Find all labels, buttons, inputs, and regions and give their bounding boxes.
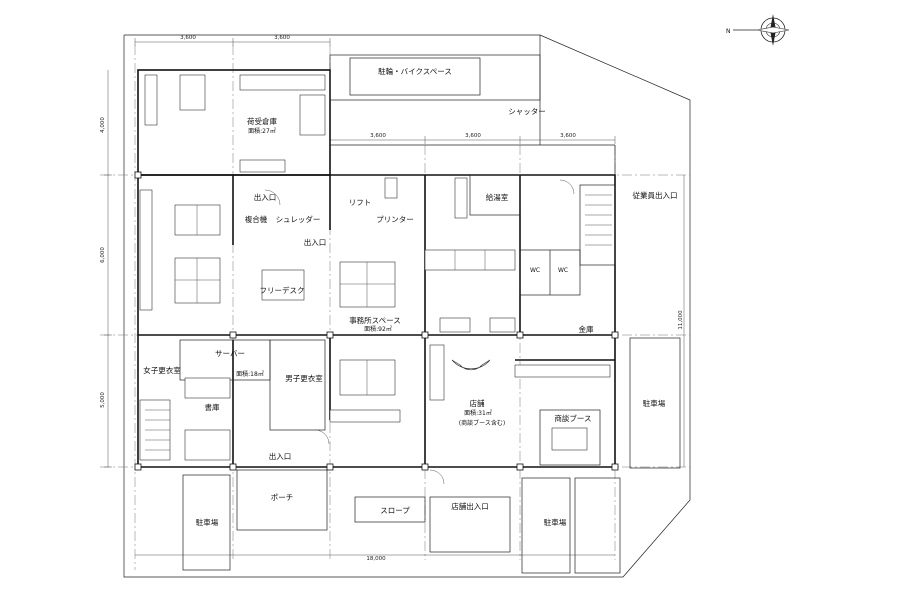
north-compass: N [726,14,790,46]
kitchen-label: 給湯室 [486,192,509,202]
shop-label: 店舗 [470,398,485,408]
office-area-label: 面積:92㎡ [364,325,392,333]
dim-right-total: 11,000 [678,310,684,330]
storage-label: 荷受倉庫 [247,116,277,126]
meeting-booth-label: 商談ブース [554,413,591,423]
free-desk-label: フリーデスク [260,285,305,295]
dim-left-1: 4,000 [100,117,106,133]
stairs [145,194,612,451]
female-locker-label: 女子更衣室 [143,365,181,375]
dim-left-3: 5,000 [100,392,106,408]
server-label: サーバー [215,349,245,358]
wc-2-label: WC [558,267,568,274]
dim-bottom-total: 18,000 [366,556,386,562]
dim-mid-2: 3,600 [465,133,481,139]
furniture [139,74,612,485]
entrance-1-label: 出入口 [254,192,277,202]
safe-label: 金庫 [579,324,594,334]
bike-space-label: 駐輪・バイクスペース [378,66,452,76]
copier-label: 複合機 [245,214,268,224]
dimension-labels: 3,600 3,600 3,600 3,600 3,600 4,000 6,00… [100,35,684,562]
walls [137,54,681,574]
site-boundary [123,34,691,578]
parking-left-label: 駐車場 [196,517,219,527]
storage-area-label: 面積:27㎡ [248,127,276,135]
porch-label: ポーチ [271,493,294,502]
office-label: 事務所スペース [349,315,401,325]
shop-entrance-label: 店舗出入口 [451,501,489,511]
lift-label: リフト [349,198,372,207]
shutter-label: シャッター [508,107,546,116]
dim-mid-3: 3,600 [560,133,576,139]
room-labels: 駐輪・バイクスペース シャッター 荷受倉庫 面積:27㎡ 出入口 複合機 シュレ… [143,66,677,527]
shop-area-label: 面積:31㎡ [464,409,492,417]
grid-lines [100,45,690,570]
columns [134,171,619,471]
library-label: 書庫 [205,402,220,412]
dim-left-2: 6,000 [100,247,106,263]
dim-top-2: 3,600 [274,35,290,41]
north-label: N [726,28,731,35]
server-area-label: 面積:18㎡ [236,370,264,378]
parking-right-label: 駐車場 [643,398,666,408]
parking-bottom-right-label: 駐車場 [544,517,567,527]
wc-1-label: WC [530,267,540,274]
staff-entrance-label: 従業員出入口 [633,190,678,200]
dim-top-1: 3,600 [180,35,196,41]
shop-note-label: (商談ブース含む) [459,419,505,427]
slope-label: スロープ [380,506,410,515]
dimension-lines [104,38,685,556]
entrance-3-label: 出入口 [269,451,292,461]
dim-mid-1: 3,600 [370,133,386,139]
entrance-2-label: 出入口 [304,237,327,247]
shredder-label: シュレッダー [276,214,321,224]
male-locker-label: 男子更衣室 [285,373,323,383]
printer-label: プリンター [376,215,414,224]
